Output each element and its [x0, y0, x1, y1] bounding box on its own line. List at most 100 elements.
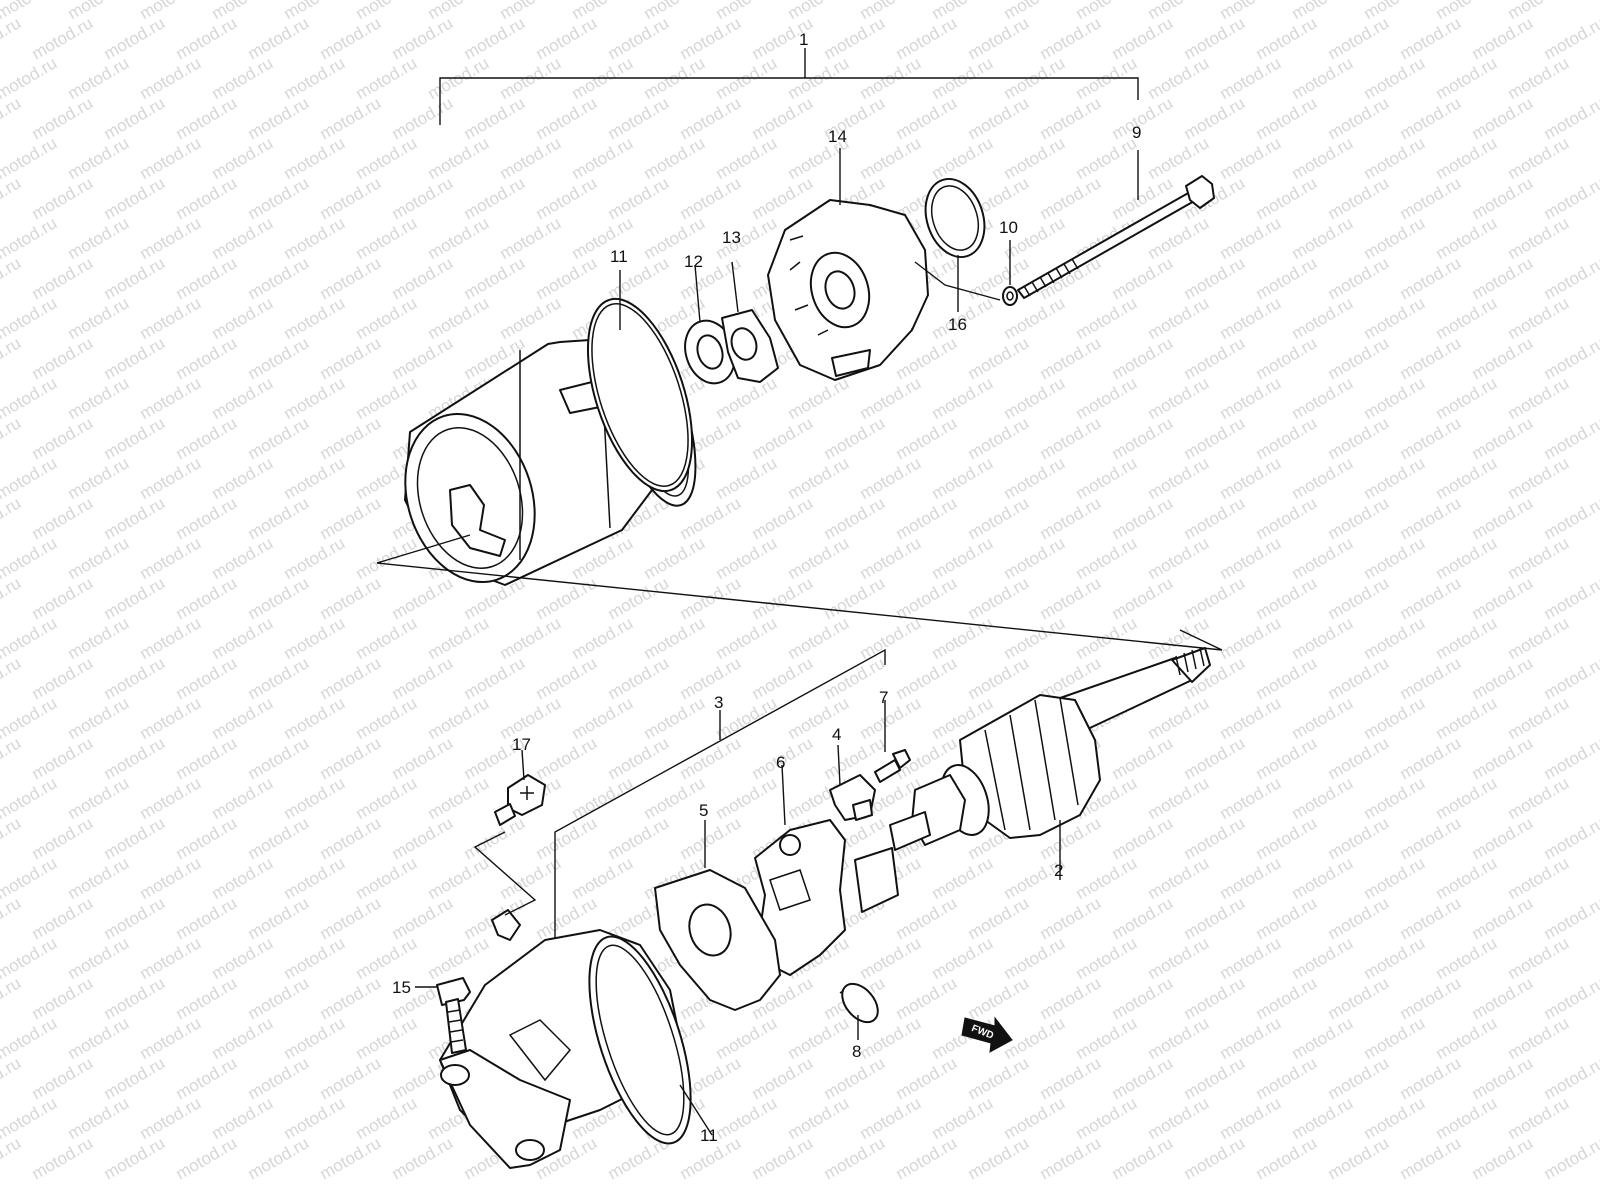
- watermark-text: motod.ru: [1541, 653, 1600, 703]
- watermark-text: motod.ru: [209, 533, 277, 583]
- watermark-text: motod.ru: [101, 573, 169, 623]
- watermark-text: motod.ru: [245, 893, 313, 943]
- watermark-text: motod.ru: [1433, 853, 1501, 903]
- watermark-text: motod.ru: [677, 733, 745, 783]
- watermark-text: motod.ru: [1541, 733, 1600, 783]
- watermark-text: motod.ru: [1325, 893, 1393, 943]
- watermark-text: motod.ru: [893, 973, 961, 1023]
- watermark-text: motod.ru: [1397, 893, 1465, 943]
- watermark-text: motod.ru: [1181, 733, 1249, 783]
- watermark-text: motod.ru: [1001, 613, 1069, 663]
- watermark-text: motod.ru: [173, 93, 241, 143]
- watermark-text: motod.ru: [281, 133, 349, 183]
- watermark-text: motod.ru: [821, 493, 889, 543]
- watermark-text: motod.ru: [1289, 133, 1357, 183]
- watermark-text: motod.ru: [353, 853, 421, 903]
- watermark-text: motod.ru: [1469, 173, 1537, 223]
- watermark-text: motod.ru: [137, 1093, 205, 1143]
- brush-holder-4[interactable]: [829, 774, 876, 821]
- screw-17[interactable]: [494, 774, 546, 826]
- watermark-text: motod.ru: [605, 813, 673, 863]
- watermark-text: motod.ru: [1433, 933, 1501, 983]
- callout-8: 8: [852, 1042, 861, 1061]
- end-cover-14[interactable]: [767, 199, 929, 381]
- armature-2[interactable]: [889, 647, 1211, 851]
- watermark-text: motod.ru: [1541, 93, 1600, 143]
- watermark-text: motod.ru: [1325, 573, 1393, 623]
- watermark-text: motod.ru: [101, 493, 169, 543]
- leader-17-connector: [473, 831, 537, 916]
- front-housing[interactable]: [439, 909, 711, 1169]
- watermark-text: motod.ru: [1037, 13, 1105, 63]
- watermark-text: motod.ru: [713, 133, 781, 183]
- watermark-text: motod.ru: [1109, 573, 1177, 623]
- callout-15: 15: [392, 978, 411, 997]
- o-ring-16[interactable]: [916, 171, 994, 264]
- watermark-text: motod.ru: [65, 933, 133, 983]
- watermark-text: motod.ru: [857, 1093, 925, 1143]
- watermark-text: motod.ru: [533, 573, 601, 623]
- watermark-text: motod.ru: [209, 213, 277, 263]
- watermark-text: motod.ru: [101, 413, 169, 463]
- watermark-text: motod.ru: [1505, 453, 1573, 503]
- watermark-text: motod.ru: [173, 493, 241, 543]
- watermark-text: motod.ru: [353, 133, 421, 183]
- watermark-text: motod.ru: [1289, 293, 1357, 343]
- callout-9: 9: [1132, 123, 1141, 142]
- watermark-text: motod.ru: [533, 653, 601, 703]
- watermark-text: motod.ru: [533, 813, 601, 863]
- brush-plate-6[interactable]: [754, 819, 899, 976]
- watermark-text: motod.ru: [1109, 413, 1177, 463]
- watermark-text: motod.ru: [1541, 573, 1600, 623]
- watermark-text: motod.ru: [1001, 453, 1069, 503]
- o-ring-11-top[interactable]: [567, 286, 712, 503]
- watermark-text: motod.ru: [137, 133, 205, 183]
- bolt-15[interactable]: [436, 977, 471, 1054]
- watermark-text: motod.ru: [1361, 1093, 1429, 1143]
- watermark-text: motod.ru: [857, 933, 925, 983]
- watermark-text: motod.ru: [785, 533, 853, 583]
- watermark-text: motod.ru: [1469, 413, 1537, 463]
- watermark-text: motod.ru: [1289, 53, 1357, 103]
- watermark-text: motod.ru: [245, 173, 313, 223]
- watermark-text: motod.ru: [0, 93, 24, 143]
- watermark-text: motod.ru: [1397, 13, 1465, 63]
- watermark-text: motod.ru: [29, 253, 97, 303]
- watermark-text: motod.ru: [677, 653, 745, 703]
- watermark-text: motod.ru: [1181, 413, 1249, 463]
- watermark-text: motod.ru: [65, 613, 133, 663]
- watermark-text: motod.ru: [1181, 1053, 1249, 1103]
- watermark-text: motod.ru: [0, 173, 24, 223]
- watermark-text: motod.ru: [245, 973, 313, 1023]
- watermark-text: motod.ru: [101, 173, 169, 223]
- watermark-text: motod.ru: [893, 653, 961, 703]
- watermark-text: motod.ru: [1109, 13, 1177, 63]
- watermark-text: motod.ru: [0, 733, 24, 783]
- watermark-text: motod.ru: [461, 93, 529, 143]
- watermark-text: motod.ru: [1469, 893, 1537, 943]
- watermark-text: motod.ru: [29, 173, 97, 223]
- watermark-text: motod.ru: [857, 693, 925, 743]
- brush-5[interactable]: [654, 869, 781, 1011]
- watermark-text: motod.ru: [0, 493, 24, 543]
- watermark-text: motod.ru: [1433, 1013, 1501, 1063]
- leader-11-bottom: [679, 1084, 713, 1136]
- watermark-text: motod.ru: [389, 813, 457, 863]
- watermark-text: motod.ru: [1469, 1053, 1537, 1103]
- washer-10[interactable]: [1002, 286, 1018, 306]
- watermark-text: motod.ru: [281, 53, 349, 103]
- watermark-text: motod.ru: [785, 1013, 853, 1063]
- watermark-text: motod.ru: [1505, 373, 1573, 423]
- screw-7[interactable]: [874, 749, 911, 783]
- watermark-text: motod.ru: [1253, 813, 1321, 863]
- watermark-text: motod.ru: [1217, 453, 1285, 503]
- spring-8[interactable]: [835, 977, 885, 1029]
- watermark-text: motod.ru: [245, 813, 313, 863]
- washer-13[interactable]: [721, 309, 779, 383]
- through-bolt-9[interactable]: [1017, 175, 1215, 299]
- watermark-text: motod.ru: [1109, 893, 1177, 943]
- watermark-text: motod.ru: [1325, 1053, 1393, 1103]
- watermark-text: motod.ru: [641, 533, 709, 583]
- watermark-text: motod.ru: [533, 173, 601, 223]
